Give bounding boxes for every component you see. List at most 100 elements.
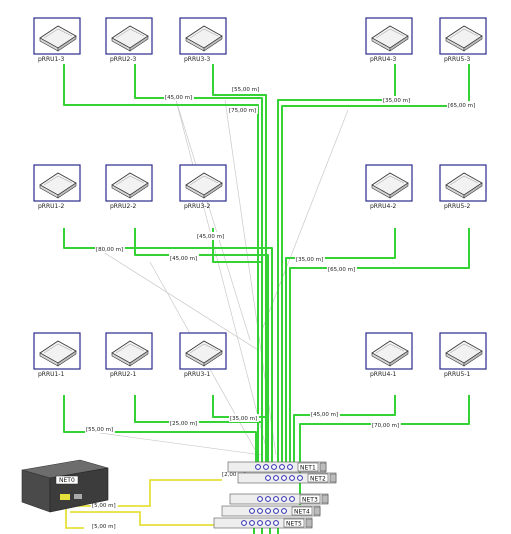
distance-label: [5,00 m] (91, 522, 118, 530)
port-icon (255, 464, 261, 470)
hub-unit-net2[interactable]: NET2 (237, 472, 337, 484)
distance-label-bg (91, 501, 118, 509)
rru-label: pRRU4-3 (370, 56, 397, 63)
rru-node-prru4-2[interactable]: pRRU4-2 (365, 164, 413, 210)
rru-node-prru5-3[interactable]: pRRU5-3 (439, 17, 487, 63)
rru-icon (33, 332, 81, 370)
distance-label-bg (196, 232, 226, 240)
hub-label: NET1 (300, 465, 316, 472)
rru-label: pRRU3-3 (184, 56, 211, 63)
distance-text: [65,00 m] (448, 103, 475, 109)
port-icon (265, 520, 271, 526)
rru-icon (105, 17, 153, 55)
distance-label-bg (229, 414, 259, 422)
hub-connector-icon (321, 494, 329, 504)
distance-label: [5,00 m] (91, 501, 118, 509)
rru-icon (439, 17, 487, 55)
distance-label-bg (169, 254, 199, 262)
distance-text: [25,00 m] (170, 421, 197, 427)
distance-label-bg (169, 419, 199, 427)
rru-label: pRRU1-2 (38, 203, 65, 210)
distance-label-bg (91, 522, 118, 530)
port-icon (289, 475, 295, 481)
distance-label: [35,00 m] (382, 96, 412, 104)
main-unit-net0[interactable]: NET0 (21, 459, 109, 513)
rru-icon (179, 332, 227, 370)
distance-text: [35,00 m] (296, 257, 323, 263)
hub-unit-net4[interactable]: NET4 (221, 505, 321, 517)
port-icon (281, 475, 287, 481)
rru-label: pRRU5-2 (444, 203, 471, 210)
gray-reference-lines (99, 99, 349, 456)
hub-label: NET2 (310, 476, 326, 483)
hub-unit-net5[interactable]: NET5 (213, 517, 313, 529)
rru-node-prru4-1[interactable]: pRRU4-1 (365, 332, 413, 378)
hub-connector-icon (305, 518, 313, 528)
hub-label: NET5 (286, 521, 302, 528)
rru-icon (33, 164, 81, 202)
port-icon (273, 520, 279, 526)
port-icon (257, 520, 263, 526)
rru-node-prru1-2[interactable]: pRRU1-2 (33, 164, 81, 210)
distance-text: [65,00 m] (328, 267, 355, 273)
port-icon (273, 475, 279, 481)
distance-label: [45,00 m] (196, 232, 226, 240)
port-icon (287, 464, 293, 470)
distance-label-bg (221, 470, 248, 478)
distance-text: [2,00 m] (222, 472, 246, 478)
distance-label: [35,00 m] (295, 255, 325, 263)
rru-label: pRRU4-1 (370, 371, 397, 378)
hub-tag (283, 518, 305, 528)
rru-label: pRRU5-3 (444, 56, 471, 63)
distance-text: [35,00 m] (383, 98, 410, 104)
rru-node-prru3-3[interactable]: pRRU3-3 (179, 17, 227, 63)
rru-node-prru5-2[interactable]: pRRU5-2 (439, 164, 487, 210)
distance-text: [45,00 m] (165, 95, 192, 101)
net0-tag (55, 475, 79, 485)
rru-icon (365, 164, 413, 202)
rru-label: pRRU2-1 (110, 371, 137, 378)
rru-icon (105, 332, 153, 370)
port-icon (289, 496, 295, 502)
hub-unit-net3[interactable]: NET3 (229, 493, 329, 505)
rru-node-prru1-1[interactable]: pRRU1-1 (33, 332, 81, 378)
rru-icon (365, 332, 413, 370)
distance-label: [2,00 m] (221, 470, 248, 478)
rru-label: pRRU1-3 (38, 56, 65, 63)
distance-label: [75,00 m] (228, 106, 258, 114)
rru-label: pRRU2-3 (110, 56, 137, 63)
distance-label-bg (164, 93, 194, 101)
hub-connector-icon (329, 473, 337, 483)
rru-label: pRRU1-1 (38, 371, 65, 378)
distance-label-bg (228, 106, 258, 114)
distance-label-bg (85, 425, 115, 433)
rru-icon (105, 164, 153, 202)
rru-node-prru4-3[interactable]: pRRU4-3 (365, 17, 413, 63)
distance-label-bg (371, 421, 401, 429)
distance-label: [65,00 m] (447, 101, 477, 109)
rru-icon (365, 17, 413, 55)
rru-node-prru2-1[interactable]: pRRU2-1 (105, 332, 153, 378)
rru-node-prru3-1[interactable]: pRRU3-1 (179, 332, 227, 378)
port-icon (265, 496, 271, 502)
port-icon (273, 508, 279, 514)
distance-label-bg (231, 85, 261, 93)
hub-unit-net1[interactable]: NET1 (227, 461, 327, 473)
net0-label: NET0 (59, 477, 75, 484)
port-icon (241, 520, 247, 526)
distance-label-bg (95, 245, 125, 253)
rru-node-prru1-3[interactable]: pRRU1-3 (33, 17, 81, 63)
rru-node-prru3-2[interactable]: pRRU3-2 (179, 164, 227, 210)
rru-node-prru2-2[interactable]: pRRU2-2 (105, 164, 153, 210)
rru-icon (179, 164, 227, 202)
rru-label: pRRU5-1 (444, 371, 471, 378)
distance-label: [45,00 m] (310, 410, 340, 418)
rru-node-prru2-3[interactable]: pRRU2-3 (105, 17, 153, 63)
port-icon (279, 464, 285, 470)
hub-connector-icon (313, 506, 321, 516)
distance-text: [45,00 m] (170, 256, 197, 262)
rru-node-prru5-1[interactable]: pRRU5-1 (439, 332, 487, 378)
distance-label: [55,00 m] (85, 425, 115, 433)
distance-label: [55,00 m] (231, 85, 261, 93)
distance-label-bg (327, 265, 357, 273)
